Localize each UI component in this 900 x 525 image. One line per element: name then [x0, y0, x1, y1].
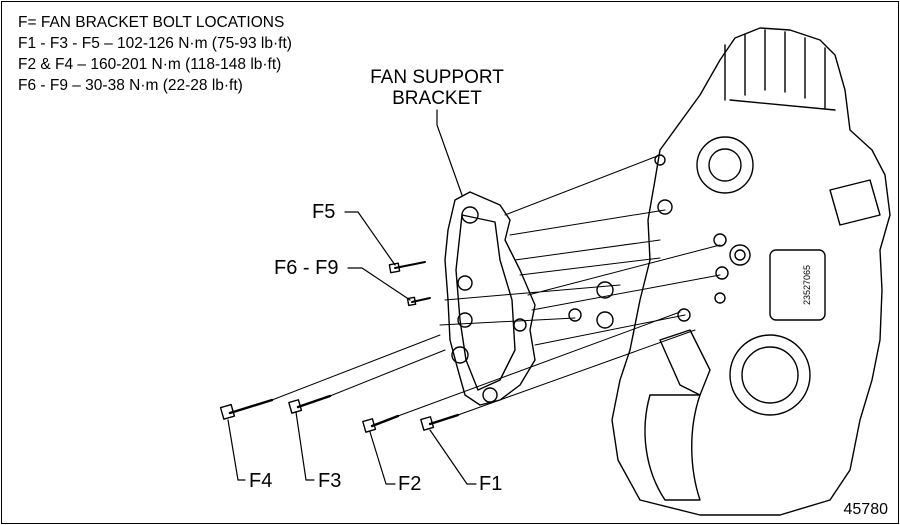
torque-spec-list: F= FAN BRACKET BOLT LOCATIONS F1 - F3 - … [18, 12, 292, 96]
spec-line-f1-f3-f5: F1 - F3 - F5 – 102-126 N·m (75-93 lb·ft) [18, 35, 292, 52]
bolt-f4 [219, 334, 441, 420]
bolt-f3 [288, 349, 446, 414]
leader-f2 [369, 431, 396, 485]
leader-f4 [227, 419, 246, 481]
engine-front-cover [611, 27, 891, 516]
fan-support-bracket-label: FAN SUPPORT BRACKET [355, 67, 519, 109]
figure-number: 45780 [843, 501, 889, 518]
bolt-f2 [362, 311, 681, 433]
engine-tag: 23527065 [802, 265, 812, 305]
callout-f3: F3 [318, 470, 342, 492]
callout-f1: F1 [479, 473, 503, 495]
leader-f5 [344, 211, 396, 266]
leader-bracket [436, 109, 463, 196]
leader-f3 [295, 411, 315, 481]
part-label-line1: FAN SUPPORT [370, 67, 504, 88]
callout-f6-f9: F6 - F9 [274, 257, 339, 279]
cover-ribs [724, 29, 836, 111]
leader-f6-f9 [347, 267, 411, 301]
pump-housing [696, 136, 754, 194]
callout-f5: F5 [312, 201, 336, 223]
bolt-f1 [420, 329, 696, 431]
spec-line-f2-f4: F2 & F4 – 160-201 N·m (118-148 lb·ft) [18, 56, 282, 73]
front-seal-opening [729, 334, 811, 416]
bolt-f6-f9 [406, 296, 431, 307]
spec-line-f6-f9: F6 - F9 – 30-38 N·m (22-28 lb·ft) [18, 77, 243, 94]
callout-f4: F4 [249, 470, 273, 492]
callout-f2: F2 [398, 473, 422, 495]
spec-heading: F= FAN BRACKET BOLT LOCATIONS [18, 14, 285, 31]
alignment-lines [439, 154, 721, 346]
part-label-line2: BRACKET [392, 88, 482, 109]
leader-f1 [429, 429, 477, 485]
